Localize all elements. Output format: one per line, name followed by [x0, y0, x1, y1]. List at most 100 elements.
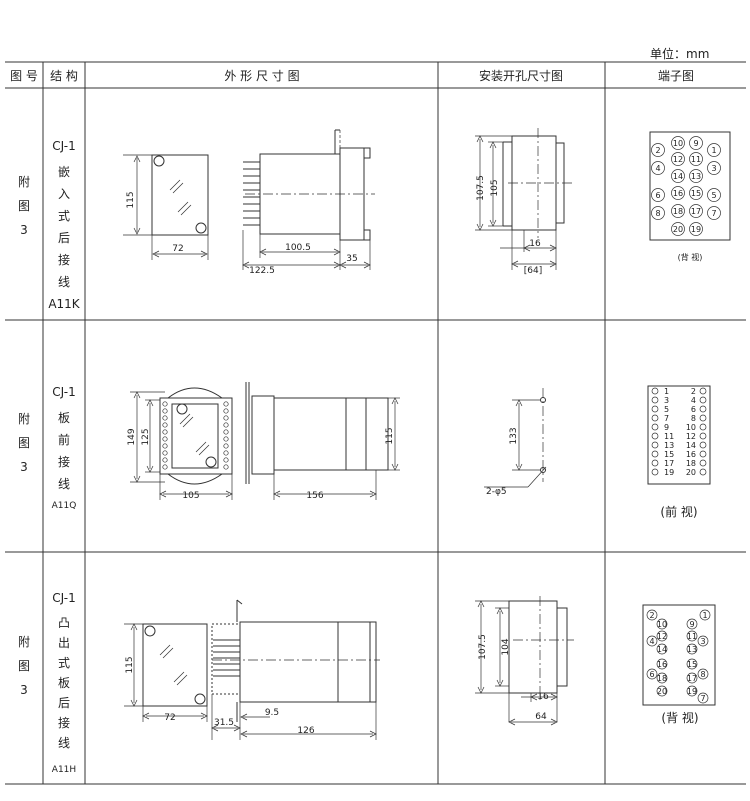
row2-front-dot — [223, 415, 229, 421]
row2-terminal-left-label: 11 — [664, 432, 674, 441]
row2-terminal-dot — [651, 459, 659, 467]
row3-dim-width: 72 — [164, 713, 175, 723]
row3-terminal-label: 18 — [657, 674, 667, 683]
row1-terminal-label: 20 — [673, 225, 683, 234]
row3-terminal-label: 12 — [657, 632, 667, 641]
row2-terminal-dot — [651, 423, 659, 431]
row2-side-view: 156 115 — [245, 382, 400, 501]
row3-terminal-label: 15 — [687, 660, 697, 669]
row1-cut-w1: 16 — [529, 239, 541, 249]
row3-type-char: 接 — [58, 715, 70, 730]
row1-terminal: 4 — [651, 161, 665, 175]
row1-fig-char: 附 — [18, 175, 30, 189]
row2-terminal-panel: (前 视) — [647, 385, 711, 519]
row3-terminal: 20 — [656, 685, 668, 697]
row2-terminal-right-label: 4 — [691, 396, 696, 405]
row1-cut-w2: [64] — [524, 266, 542, 276]
row3-terminal: 9 — [686, 618, 698, 630]
row2-labels: 附 图 3 CJ-1 板 前 接 线 A11Q — [18, 385, 76, 511]
row2-terminal-right-label: 18 — [686, 459, 696, 468]
row3-terminal-label: 11 — [687, 632, 697, 641]
row2-front-dot — [223, 443, 229, 449]
row2-terminal-dot — [699, 450, 707, 458]
row2-dim-h1: 149 — [127, 428, 137, 445]
table-grid — [5, 61, 746, 785]
row1-code: A11K — [48, 297, 80, 311]
row2-front-dot — [223, 450, 229, 456]
row2-terminal-dot — [699, 423, 707, 431]
row3-terminal-label: 16 — [657, 660, 667, 669]
row1-cutout: 107.5 105 16 [64] — [475, 128, 572, 276]
row3-side-view: 31.5 9.5 126 — [211, 599, 380, 740]
row2-front-dot — [162, 457, 168, 463]
row3-terminal-label: 7 — [700, 694, 705, 703]
row3-model: CJ-1 — [52, 591, 75, 605]
header-outline: 外 形 尺 寸 图 — [224, 69, 299, 83]
row2-type-char: 接 — [58, 454, 70, 469]
row1-type-char: 式 — [58, 209, 70, 223]
row2-cut-holes: 2-φ5 — [486, 487, 507, 497]
row2-fig-char: 3 — [20, 460, 28, 474]
row2-front-dot — [162, 415, 168, 421]
row1-labels: 附 图 3 CJ-1 嵌 入 式 后 接 线 A11K — [18, 139, 81, 311]
row3-terminal-label: 17 — [687, 674, 697, 683]
header-terminal: 端子图 — [658, 69, 694, 83]
row3-terminal: 14 — [656, 643, 668, 655]
row3-terminal-view: (背 视) — [661, 710, 698, 725]
row3-labels: 附 图 3 CJ-1 凸 出 式 板 后 接 线 A11H — [18, 591, 76, 775]
row3-terminal-label: 1 — [702, 611, 707, 620]
row1-terminal: 5 — [707, 188, 721, 202]
row3-terminal-label: 10 — [657, 620, 667, 629]
row2-terminal-left-label: 7 — [664, 414, 669, 423]
row2-terminal-dot — [699, 387, 707, 395]
row2-front-view: 149 125 105 — [127, 387, 233, 501]
row2-terminal-left-label: 9 — [664, 423, 669, 432]
row1-terminal-label: 18 — [673, 207, 683, 216]
row1-terminal-label: 8 — [655, 209, 660, 218]
row3-fig-char: 附 — [18, 635, 30, 649]
row3-dim-gap: 9.5 — [265, 708, 279, 718]
row2-terminal-dot — [651, 414, 659, 422]
row1-type-char: 接 — [58, 252, 70, 267]
row2-model: CJ-1 — [52, 385, 75, 399]
row3-code: A11H — [52, 765, 76, 775]
row3-terminal-label: 20 — [657, 687, 667, 696]
row1-type-char: 入 — [58, 187, 70, 201]
row1-terminal: 3 — [707, 161, 721, 175]
row1-dim-depth: 100.5 — [285, 243, 311, 253]
row2-front-terminal-dots — [162, 401, 229, 470]
row2-terminal-dot — [651, 468, 659, 476]
row1-model: CJ-1 — [52, 139, 75, 153]
row1-fig-char: 3 — [20, 223, 28, 237]
row3-terminal-label: 13 — [687, 645, 697, 654]
row2-terminal-dot — [699, 459, 707, 467]
row3-terminal: 17 — [686, 672, 698, 684]
row2-terminal-dot — [651, 441, 659, 449]
row3-terminal: 7 — [697, 692, 709, 704]
row2-type-char: 板 — [58, 411, 70, 425]
row1-terminal-label: 3 — [711, 164, 716, 173]
row2-cut-height: 133 — [509, 427, 519, 444]
row1-terminal-view: (背 视) — [678, 252, 703, 262]
row2-terminal-view: (前 视) — [660, 504, 697, 519]
row3-terminal: 1 — [699, 609, 711, 621]
row1-terminal: 18 — [671, 204, 685, 218]
row2-front-dot — [162, 429, 168, 435]
row3-dim-depth: 126 — [297, 726, 314, 736]
row3-dim-height: 115 — [125, 656, 135, 673]
row2-front-dot — [162, 436, 168, 442]
row3-cut-inner: 104 — [501, 638, 511, 655]
row3-terminal-label: 3 — [700, 637, 705, 646]
row2-terminal-right-label: 8 — [691, 414, 696, 423]
row3-dim-front: 31.5 — [214, 718, 234, 728]
row2-terminal-right-label: 12 — [686, 432, 696, 441]
row2-terminal-left-label: 3 — [664, 396, 669, 405]
row3-terminal-label: 14 — [657, 645, 667, 654]
row2-front-dot — [223, 436, 229, 442]
row1-dim-height: 115 — [126, 191, 136, 208]
row1-terminal: 12 — [671, 152, 685, 166]
row3-type-char: 凸 — [58, 616, 70, 630]
row2-fig-char: 图 — [18, 436, 30, 450]
